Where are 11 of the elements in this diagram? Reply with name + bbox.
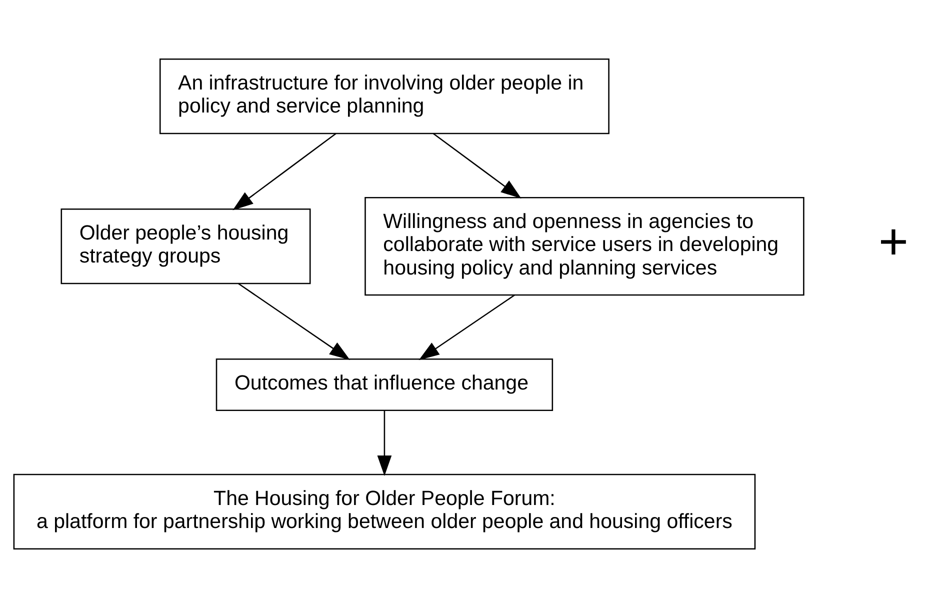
- node-box: Outcomes that influence change: [216, 358, 554, 412]
- label: +: [878, 213, 908, 270]
- node-box: The Housing for Older People Forum: a platform for partnership working between older people and housing officers: [13, 474, 756, 550]
- node-box: Older people’s housing strategy groups: [60, 208, 311, 284]
- arrow: [418, 294, 515, 360]
- arrow: [232, 133, 336, 210]
- node-box: Willingness and openness in agencies to collaborate with service users in developing housing policy and planning services: [364, 196, 804, 296]
- arrow: [433, 133, 522, 198]
- arrow: [238, 283, 350, 360]
- arrow: [377, 410, 392, 476]
- node-box: An infrastructure for involving older people in policy and service planning: [159, 58, 610, 134]
